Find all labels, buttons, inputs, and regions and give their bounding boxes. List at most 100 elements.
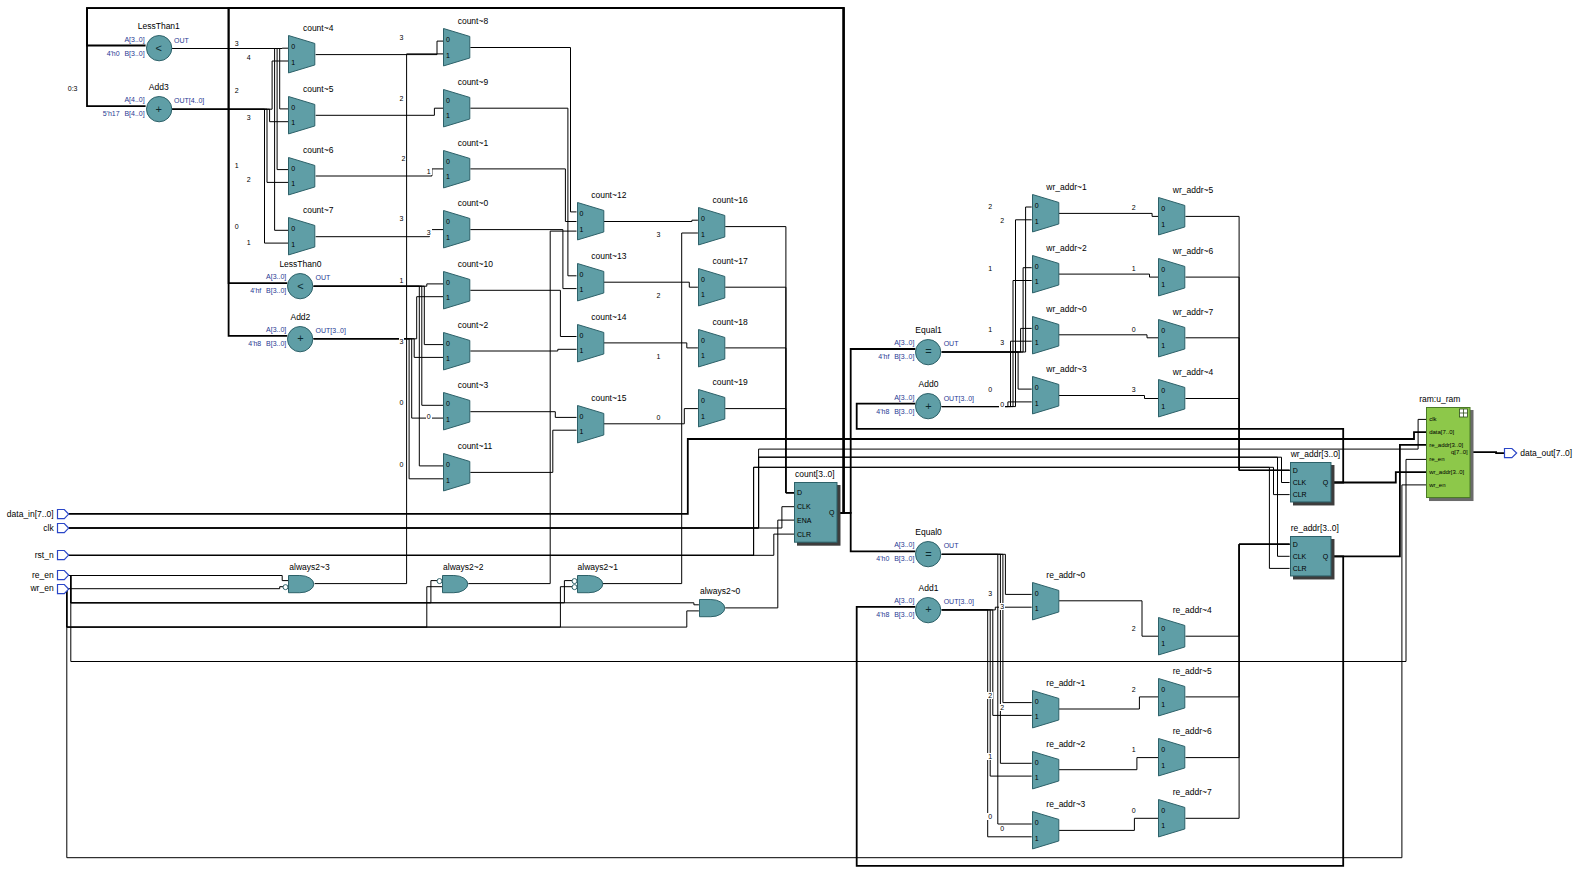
wire (1059, 601, 1158, 636)
mux-symbol (1032, 582, 1058, 619)
wire (942, 554, 1032, 594)
mux-shape (443, 150, 470, 188)
wire (1185, 544, 1289, 818)
mux-name: re_addr~5 (1172, 667, 1213, 676)
mux-symbol (289, 157, 315, 194)
port-symbol (57, 551, 68, 560)
mux-shape (1032, 316, 1059, 354)
wire (69, 576, 699, 605)
mux-input: 0 (1161, 205, 1165, 212)
mux-input: 1 (580, 428, 584, 435)
mux-symbol (444, 150, 470, 187)
constant-value: 4'h0 (106, 50, 121, 57)
bus-index: 3 (655, 231, 661, 238)
wire (69, 576, 288, 581)
mux-shape (443, 28, 470, 66)
wire (470, 349, 576, 351)
ram-pin: re_addr[3..0] (1429, 442, 1463, 448)
mux-name: wr_addr~2 (1045, 244, 1087, 253)
mux-node: count~1301 (577, 263, 604, 301)
constant-value: 5'h17 (102, 110, 121, 117)
mux-input: 0 (701, 276, 705, 283)
pin-label: B[3..0] (266, 340, 286, 347)
bus-index: 0 (234, 223, 240, 230)
gate-name: always2~1 (577, 563, 619, 572)
pout-shape (1504, 448, 1517, 458)
bus-index: 1 (987, 265, 993, 272)
mux-symbol (1159, 678, 1185, 715)
mux-node: re_addr~401 (1158, 617, 1185, 655)
register-pin: CLK (1293, 479, 1307, 486)
mux-input: 1 (291, 241, 295, 248)
mux-name: count~17 (712, 257, 749, 266)
wire (942, 610, 1032, 776)
constant-value: 4'hf (249, 287, 262, 294)
mux-name: count~14 (590, 313, 627, 322)
mux-input: 1 (1035, 835, 1039, 842)
wire (172, 49, 288, 109)
mux-input: 1 (1035, 774, 1039, 781)
wire (604, 343, 698, 348)
wire (314, 339, 444, 479)
pin-label: A[4..0] (124, 96, 144, 103)
bus-index: 1 (987, 753, 993, 760)
mux-name: wr_addr~3 (1045, 365, 1087, 374)
mux-input: 0 (1035, 324, 1039, 331)
mux-symbol (1032, 812, 1058, 849)
mux-input: 1 (701, 291, 705, 298)
wire (69, 459, 1426, 661)
register-pin: CLR (1293, 491, 1307, 498)
mux-node: re_addr~601 (1158, 738, 1185, 776)
pin-label: B[3..0] (894, 555, 914, 562)
bus-index: 0 (399, 399, 405, 406)
pin-label: B[3..0] (894, 611, 914, 618)
operator-name: Add0 (918, 380, 940, 389)
mux-node: wr_addr~201 (1032, 255, 1059, 293)
mux-name: re_addr~2 (1045, 740, 1086, 749)
hierarchy-icon-grid (1460, 409, 1468, 417)
wire (1471, 452, 1504, 453)
wire (725, 227, 794, 493)
ram-pin: clk (1429, 416, 1436, 422)
wire (314, 339, 444, 418)
gate-node: always2~0 (699, 599, 725, 617)
gate-node: always2~3 (288, 575, 314, 593)
mux-name: wr_addr~5 (1172, 186, 1214, 195)
mux-shape (1158, 258, 1185, 296)
mux-shape (577, 405, 604, 443)
mux-input: 1 (291, 59, 295, 66)
wire (470, 412, 576, 418)
wire (470, 108, 576, 276)
bus-index: 2 (999, 704, 1005, 711)
bus-index: 3 (987, 590, 993, 597)
bus-index: 2 (987, 692, 993, 699)
mux-input: 0 (1161, 266, 1165, 273)
wire (1059, 274, 1158, 277)
mux-node: re_addr~001 (1032, 582, 1059, 620)
mux-node: count~1001 (443, 271, 470, 309)
mux-shape (1158, 678, 1185, 716)
op-node: Equal0A[3..0]B[3..0]OUT= (915, 541, 941, 567)
mux-node: wr_addr~401 (1158, 379, 1185, 417)
wire (69, 576, 577, 603)
mux-input: 0 (701, 215, 705, 222)
mux-node: re_addr~701 (1158, 799, 1185, 837)
mux-node: re_addr~101 (1032, 690, 1059, 728)
mux-node: count~1801 (698, 329, 725, 367)
wire (172, 109, 288, 122)
mux-shape (1032, 690, 1059, 728)
bus-index: 0 (987, 386, 993, 393)
operator-symbol-outline (916, 597, 941, 622)
register-pin: D (797, 489, 802, 496)
pin-label: OUT (943, 340, 960, 347)
bus-index: 2 (1131, 204, 1137, 211)
operator-name: LessThan1 (137, 22, 181, 31)
wire (942, 328, 1032, 352)
mux-node: count~1101 (443, 453, 470, 491)
mux-input: 0 (1035, 759, 1039, 766)
mux-shape (1158, 617, 1185, 655)
mux-node: re_addr~301 (1032, 811, 1059, 849)
mux-name: re_addr~7 (1172, 788, 1213, 797)
